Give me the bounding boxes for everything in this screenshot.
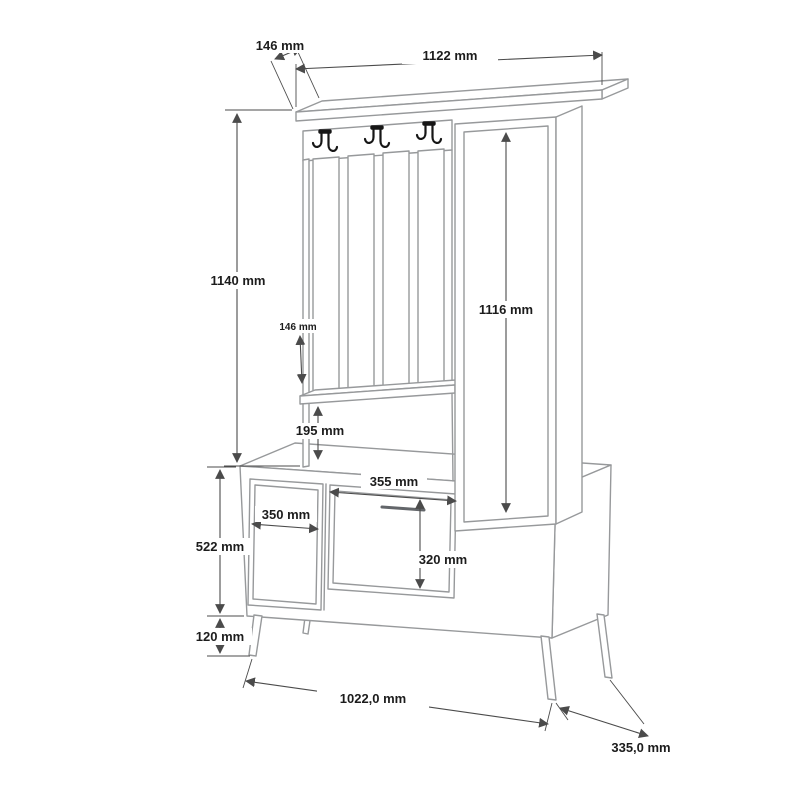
dim-door-height: 1116 mm [472,132,540,513]
cabinet-left-door [247,478,324,611]
dim-label-top-depth: 146 mm [256,38,304,53]
top-board [295,78,629,122]
under-shelf-edge [451,393,454,482]
coat-hook-icon [415,121,443,144]
dim-label-cabinet-height: 522 mm [196,539,244,554]
dim-label-shelf-depth: 146 mm [279,322,316,333]
dim-shelf-depth: 146 mm [273,319,323,384]
dim-upper-height: 1140 mm [205,109,300,467]
right-side-panel [555,105,583,525]
dim-label-right-door-height: 320 mm [419,552,467,567]
dim-base-width: 1022,0 mm [242,658,553,732]
upper-frame [302,119,453,468]
dim-right-door-height: 320 mm [414,499,472,589]
dim-label-right-door-width: 355 mm [370,474,418,489]
leg-front-right [540,635,557,701]
furniture-outline [239,78,629,701]
slat-1 [312,156,340,397]
dim-base-depth: 335,0 mm [555,679,698,756]
dim-label-base-width: 1022,0 mm [340,691,407,706]
mirror-door-inner-edge [463,125,549,523]
dim-label-left-door-width: 350 mm [262,507,310,522]
dim-top-depth: 146 mm [244,37,320,110]
dim-label-shelf-clearance: 195 mm [296,423,344,438]
dim-label-base-depth: 335,0 mm [611,740,670,755]
leg-back-right [596,613,613,679]
dim-top-width: 1122 mm [295,46,603,107]
dim-label-top-width: 1122 mm [423,48,478,63]
slat-4 [417,148,445,389]
left-stile [302,158,310,468]
mirror-door [454,105,583,532]
cabinet-left-door-inner-edge [252,484,319,605]
dim-cabinet-height: 522 mm [188,466,252,617]
slat-3 [382,150,410,392]
dim-label-leg-height: 120 mm [196,629,244,644]
cabinet-right-door [327,484,457,599]
dimensions: 1122 mm 146 mm 1140 mm 1116 mm 146 [188,37,698,756]
dim-right-door-width: 355 mm [329,473,457,506]
coat-hook-icon [363,125,391,148]
dim-shelf-clearance: 195 mm [291,406,349,460]
door-divider [323,483,327,611]
coat-hooks [311,121,443,152]
top-board-front-face [295,89,603,122]
dim-left-door-width: 350 mm [251,506,319,534]
slat-2 [347,153,375,394]
coat-hook-icon [311,129,339,152]
dim-label-upper-height: 1140 mm [211,273,266,288]
dim-leg-height: 120 mm [188,618,252,657]
dim-label-door-height: 1116 mm [479,302,533,317]
